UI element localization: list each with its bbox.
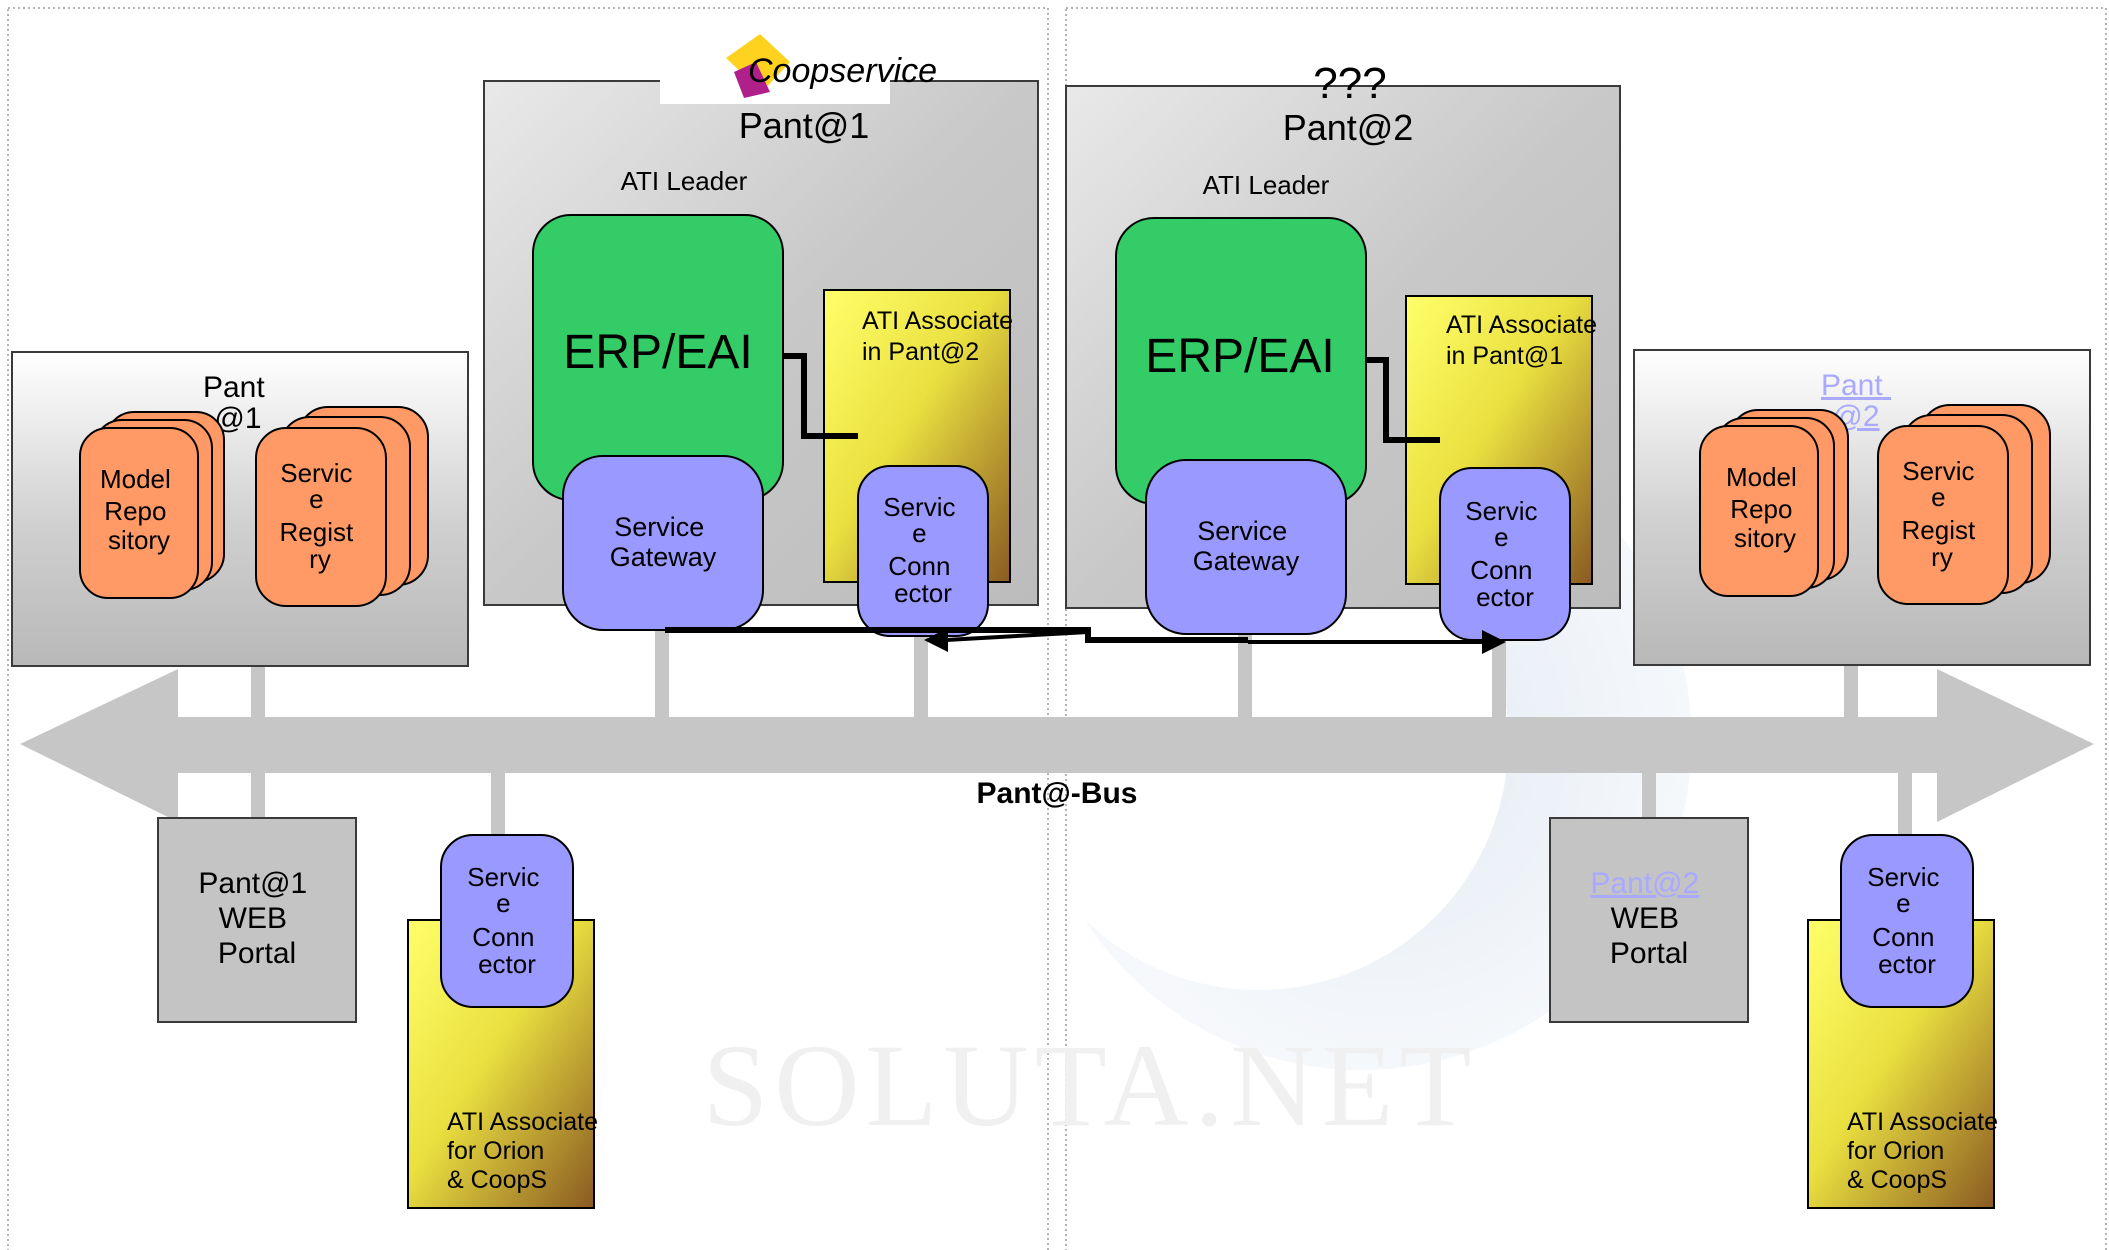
service-registry-left-label: Servic e Regist ry [280,458,361,574]
web-portal-right[interactable]: Pant@2 WEB Portal [1549,817,1749,1023]
arrowhead-right [1482,630,1506,654]
service-connector-left-label: Servic e Conn ector [883,492,962,608]
model-repository-left-label: Model Repo sitory [100,464,178,555]
registry-box-left[interactable]: Pant @1 Model Repo sitory Servic e Regis… [11,351,469,667]
domain-right-leader-label: ATI Leader [1203,170,1330,200]
registry-box-right[interactable]: Pant @2 Model Repo sitory Servic e Regis… [1633,349,2091,666]
service-connector-left[interactable] [857,465,989,637]
watermark-text: SOLUTA.NET [703,1020,1478,1151]
service-connector-bottom-right-label: Servic e Conn ector [1867,862,1946,979]
arrowhead-left [924,628,948,652]
service-connector-bottom-left[interactable] [440,834,574,1008]
question-mark-label: ??? [1313,59,1386,108]
associate-bottom-right-label: ATI Associate for Orion & CoopS [1847,1108,2005,1194]
erp-right-label: ERP/EAI [1145,330,1334,383]
associate-bottom-left[interactable]: ATI Associate for Orion & CoopS Servic e… [407,834,605,1209]
service-registry-right-label: Servic e Regist ry [1902,456,1983,572]
web-portal-right-label: Pant@2 WEB Portal [1590,867,1707,970]
service-connector-right-label: Servic e Conn ector [1465,496,1544,612]
domain-box-left[interactable]: Pant@1 ATI Leader ATI Associate in Pant@… [483,80,1039,637]
domain-right-title: Pant@2 [1283,107,1414,148]
model-repository-left[interactable]: Model Repo sitory [79,411,225,599]
associate-right-label: ATI Associate in Pant@1 [1446,311,1604,370]
erp-connector-link-right [1367,357,1440,443]
logo-text: Coopservice [748,52,937,90]
domain-left-title: Pant@1 [739,105,870,146]
associate-left-label: ATI Associate in Pant@2 [862,307,1020,366]
service-connector-bottom-left-label: Servic e Conn ector [467,862,546,979]
cross-domain-arrows [665,627,1506,654]
service-gateway-right[interactable] [1145,459,1347,635]
service-registry-left[interactable]: Servic e Regist ry [255,406,429,607]
erp-connector-link-left [784,353,858,439]
erp-left-label: ERP/EAI [563,326,752,379]
domain-left-leader-label: ATI Leader [621,166,748,196]
service-registry-right[interactable]: Servic e Regist ry [1877,404,2051,605]
bus-arrow [20,669,2094,822]
service-connector-bottom-right[interactable] [1840,834,1974,1008]
domain-box-right[interactable]: ??? Pant@2 ATI Leader ATI Associate in P… [1065,59,1621,641]
associate-bottom-right[interactable]: ATI Associate for Orion & CoopS Servic e… [1807,834,2005,1209]
web-portal-left-label: Pant@1 WEB Portal [198,867,315,970]
coopservice-logo: Coopservice [660,34,937,104]
bus-label: Pant@-Bus [977,777,1138,810]
registry-left-title: Pant @1 [203,371,273,435]
model-repository-right[interactable]: Model Repo sitory [1699,409,1849,597]
service-gateway-left[interactable] [562,455,764,631]
associate-bottom-left-label: ATI Associate for Orion & CoopS [447,1108,605,1194]
service-connector-right[interactable] [1439,467,1571,641]
service-gateway-left-label: Service Gateway [610,512,717,572]
web-portal-left[interactable]: Pant@1 WEB Portal [157,817,357,1023]
bus-posts [251,615,1912,838]
service-gateway-right-label: Service Gateway [1193,516,1300,576]
model-repository-right-label: Model Repo sitory [1726,462,1804,553]
